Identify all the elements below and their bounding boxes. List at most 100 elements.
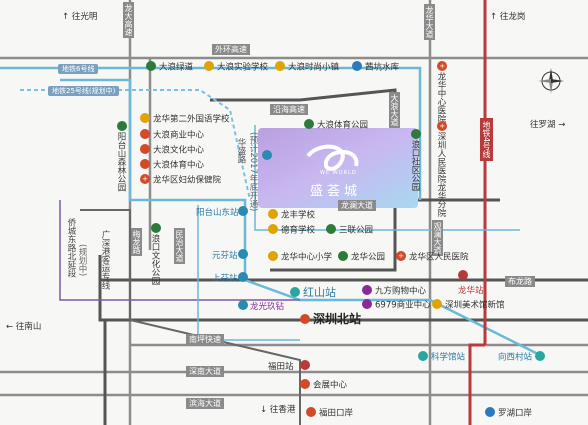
- poi-commerce: 大浪商业中心: [140, 129, 204, 141]
- station-kexueguan: 科学馆站: [418, 351, 465, 363]
- park-icon: [151, 223, 161, 233]
- school-icon: [268, 224, 278, 234]
- metro4-tag: 地铁4号线: [480, 118, 493, 162]
- sports-icon: [140, 159, 150, 169]
- poi-futian-port: 福田口岸: [306, 407, 353, 419]
- poi-sanlian-park: 三联公园: [326, 224, 373, 236]
- road-shennan: 深南大道: [186, 366, 224, 377]
- station-hongshan: 红山站: [290, 287, 336, 298]
- poi-dalang-school: 大浪实验学校: [204, 61, 268, 73]
- direction-west-nanshan: ← 往南山: [6, 322, 42, 332]
- poi-luohu-port: 罗湖口岸: [485, 407, 532, 419]
- poi-langkou-park: 浪口社区公园: [410, 129, 424, 191]
- road-longhua-ave: 龙华大道: [424, 4, 435, 40]
- poi-culture: 大浪文化中心: [140, 144, 204, 156]
- culture-icon: [140, 144, 150, 154]
- road-nanping: 南坪快速: [186, 334, 224, 345]
- school-icon: [140, 113, 150, 123]
- park-icon: [146, 61, 156, 71]
- metro-icon: [418, 351, 428, 361]
- road-binhai: 滨海大道: [186, 398, 224, 409]
- poi-yuankeng: 茜坑水库: [352, 61, 399, 73]
- road-qiaocheng-note: (规划中): [77, 244, 87, 277]
- station-shangfen: 上芬站: [212, 274, 238, 284]
- poi-exhibition: 会展中心: [300, 379, 347, 391]
- poi-yangtai-park: 阳台山森林公园: [116, 121, 130, 192]
- commerce-icon: [140, 129, 150, 139]
- hospital-icon: +: [396, 251, 406, 261]
- station-longhua: 龙华站: [458, 286, 484, 296]
- station-yangtai: 阳台山东站: [196, 208, 239, 218]
- metro-icon: [238, 272, 248, 282]
- poi-people-hospital-branch: +深圳人民医院龙华分院: [436, 121, 450, 217]
- poi-longhua-park: 龙华公园: [338, 251, 385, 263]
- school-icon: [275, 61, 285, 71]
- park-icon: [338, 251, 348, 261]
- poi-dalang-sports-park: 大浪体育公园: [304, 119, 368, 131]
- metro-icon: [535, 351, 546, 361]
- road-gangshen: 广深港客运专线: [100, 230, 110, 290]
- school-icon: [204, 61, 214, 71]
- station-longguang: 龙光玖钻: [250, 302, 285, 312]
- road-mingzhi: 民治大道: [174, 228, 185, 264]
- shopping-icon: [362, 285, 372, 295]
- hospital-icon: +: [437, 61, 447, 71]
- compass-icon: [538, 68, 564, 94]
- park-icon: [326, 224, 336, 234]
- poi-dalang-green: 大浪绿道: [146, 61, 193, 73]
- poi-mall6979: 6979商业中心: [362, 299, 431, 311]
- metro-icon: [300, 360, 310, 370]
- transfer-icon: [290, 287, 300, 297]
- poi-langkou-culture: 浪口文化公园: [150, 223, 164, 285]
- road-huasheng-note: (预计2017年底开通): [248, 132, 258, 212]
- park-icon: [304, 119, 314, 129]
- poi-people-hospital: +龙华区人民医院: [396, 251, 469, 263]
- road-longda: 龙大高速: [123, 2, 134, 38]
- road-buji: 布龙路: [505, 276, 535, 287]
- poi-dalang-fashion: 大浪时尚小镇: [275, 61, 339, 73]
- metro-icon: [458, 270, 468, 280]
- road-guanguang: 观澜大道: [432, 220, 443, 256]
- direction-south-hk: ↓ 往香港: [260, 405, 296, 415]
- station-shenzhen-north: 深圳北站: [300, 313, 361, 325]
- poi-art-museum: 深圳美术馆新馆: [432, 299, 505, 311]
- poi-longfeng-school: 龙丰学校: [268, 209, 315, 221]
- poi-deyu-school: 德育学校: [268, 224, 315, 236]
- hub-subtitle: WE WORLD: [320, 170, 357, 176]
- metro-icon: [238, 206, 248, 216]
- exhibition-icon: [300, 379, 310, 389]
- hub-name: 盛荟城: [310, 184, 362, 199]
- direction-east-luohu: 往罗湖 →: [530, 120, 566, 130]
- school-icon: [268, 209, 278, 219]
- poi-longhua-hospital: +龙华中心医院: [436, 61, 450, 123]
- station-futian: 福田站: [268, 362, 294, 372]
- road-waihuan: 外环高速: [212, 44, 250, 55]
- poi-sports: 大浪体育中心: [140, 159, 204, 171]
- metro-icon: [238, 300, 248, 310]
- port-icon: [306, 407, 316, 417]
- poi-jiufang: 九方购物中心: [362, 285, 426, 297]
- road-yanhe: 沿海高速: [270, 104, 308, 115]
- direction-north-guangming: ↑ 往光明: [62, 12, 98, 22]
- shopping-icon: [362, 299, 372, 309]
- road-longlan: 龙澜大道: [338, 200, 376, 211]
- road-huasheng: 华盛路: [236, 138, 246, 164]
- metro-icon: [238, 249, 248, 259]
- hospital-icon: +: [437, 121, 447, 131]
- direction-north-longgang: ↑ 往龙岗: [490, 12, 526, 22]
- road-dalang: 大浪大道: [389, 92, 400, 128]
- hospital-icon: +: [140, 174, 150, 184]
- road-meilong: 梅龙路: [131, 228, 142, 256]
- poi-maternal: +龙华区妇幼保健院: [140, 174, 221, 186]
- school-icon: [268, 251, 278, 261]
- metro6-tag: 地铁6号线: [58, 64, 99, 74]
- metro-icon: [262, 150, 272, 160]
- metro25-tag: 地铁25号线(规划中): [48, 86, 120, 96]
- station-xiangxicun: 向西村站: [498, 351, 548, 363]
- road-qiaocheng: 侨城东路北延段: [66, 218, 76, 278]
- port-icon: [485, 407, 495, 417]
- hub-block: [258, 128, 418, 208]
- park-icon: [117, 121, 127, 131]
